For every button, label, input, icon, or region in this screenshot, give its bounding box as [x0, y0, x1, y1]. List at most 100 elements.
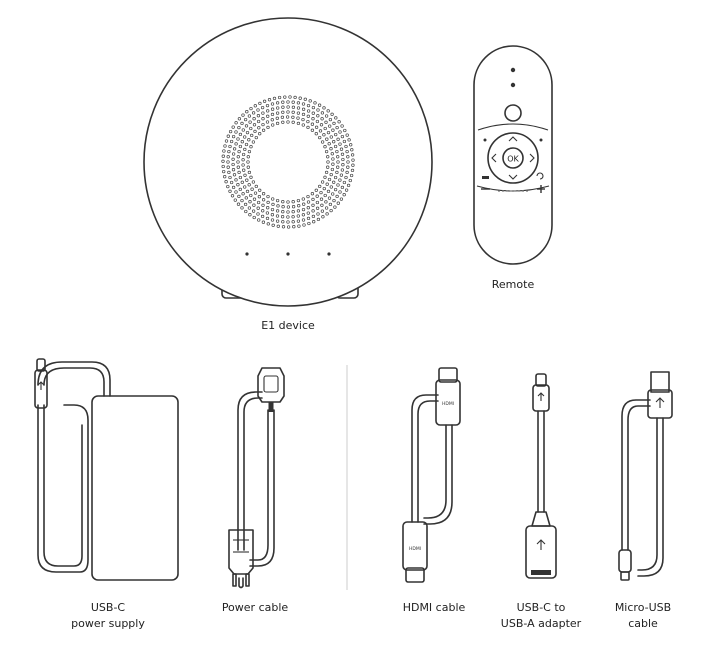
- speaker-hole: [301, 107, 306, 111]
- speaker-hole: [281, 225, 286, 229]
- speaker-hole: [254, 184, 258, 189]
- speaker-hole: [245, 178, 249, 182]
- speaker-hole: [326, 165, 330, 169]
- speaker-hole: [229, 139, 234, 144]
- speaker-hole: [241, 152, 246, 157]
- speaker-hole: [261, 111, 265, 115]
- speaker-hole: [315, 119, 320, 124]
- speaker-hole: [245, 130, 250, 135]
- usb-c-adapter-label: USB-C to USB-A adapter: [491, 600, 591, 632]
- speaker-hole: [301, 213, 306, 217]
- speaker-hole: [224, 139, 229, 143]
- speaker-hole: [323, 145, 327, 149]
- usb-a-port: [531, 570, 551, 575]
- ok-label: OK: [507, 155, 519, 164]
- speaker-hole: [315, 200, 320, 205]
- speaker-hole: [326, 160, 330, 164]
- speaker-hole: [286, 205, 291, 209]
- speaker-hole: [276, 224, 280, 228]
- speaker-hole: [234, 130, 238, 134]
- speaker-hole: [286, 225, 291, 229]
- speaker-hole: [296, 101, 301, 105]
- speaker-hole: [335, 125, 339, 130]
- speaker-hole: [271, 223, 275, 227]
- speaker-hole: [243, 147, 247, 152]
- usb-c-power-supply: [34, 358, 179, 581]
- speaker-hole: [256, 200, 261, 205]
- speaker-hole: [329, 172, 333, 177]
- speaker-hole: [281, 100, 285, 104]
- speaker-hole: [241, 163, 245, 167]
- speaker-hole: [231, 157, 235, 161]
- speaker-hole: [249, 175, 253, 179]
- speaker-hole: [336, 137, 340, 141]
- speaker-hole: [291, 105, 296, 109]
- speaker-hole: [265, 103, 270, 108]
- speaker-hole: [346, 155, 350, 159]
- speaker-hole: [328, 117, 333, 122]
- speaker-hole: [261, 122, 265, 127]
- speaker-hole: [344, 144, 348, 149]
- speaker-hole: [247, 149, 252, 154]
- speaker-hole: [260, 214, 265, 219]
- speaker-hole: [326, 155, 330, 159]
- speaker-hole: [270, 102, 275, 106]
- speaker-hole: [237, 194, 241, 199]
- speaker-hole: [221, 159, 225, 163]
- speaker-hole: [311, 117, 315, 121]
- speaker-hole: [291, 205, 296, 209]
- speaker-hole: [325, 182, 329, 186]
- speaker-hole: [310, 122, 315, 126]
- speaker-hole: [327, 196, 332, 200]
- speaker-hole: [291, 110, 295, 114]
- speaker-hole: [336, 155, 340, 159]
- speaker-hole: [286, 215, 290, 219]
- speaker-hole: [333, 187, 338, 192]
- speaker-hole: [312, 220, 316, 224]
- speaker-hole: [262, 99, 267, 103]
- speaker-hole: [251, 209, 256, 213]
- speaker-hole: [323, 175, 327, 179]
- speaker-hole: [321, 215, 325, 219]
- speaker-hole: [267, 98, 272, 102]
- speaker-hole: [241, 158, 245, 162]
- speaker-hole: [261, 192, 266, 196]
- speaker-hole: [291, 215, 295, 219]
- speaker-hole: [232, 173, 237, 177]
- speaker-hole: [236, 137, 240, 141]
- speaker-hole: [345, 133, 349, 137]
- speaker-hole: [331, 162, 335, 166]
- speaker-hole: [256, 206, 260, 210]
- speaker-hole: [244, 124, 249, 128]
- speaker-hole: [306, 109, 311, 113]
- speaker-hole: [350, 148, 354, 152]
- speaker-hole: [324, 120, 328, 124]
- right-arrow-icon: [529, 153, 535, 163]
- speaker-hole: [315, 206, 320, 210]
- speaker-hole: [266, 114, 270, 118]
- speaker-hole: [288, 95, 292, 99]
- speaker-hole: [301, 123, 305, 127]
- speaker-hole: [296, 106, 301, 110]
- speaker-hole: [236, 155, 240, 159]
- speaker-hole: [280, 215, 285, 219]
- speaker-hole: [330, 152, 334, 156]
- speaker-hole: [226, 134, 230, 138]
- speaker-hole: [334, 132, 338, 137]
- speaker-hole: [326, 130, 331, 135]
- speaker-hole: [281, 210, 285, 214]
- speaker-hole: [344, 175, 348, 180]
- speaker-hole: [261, 128, 266, 132]
- speaker-hole: [227, 149, 231, 154]
- speaker-hole: [318, 135, 322, 140]
- speaker-hole: [316, 217, 321, 222]
- speaker-hole: [340, 134, 345, 139]
- speaker-hole: [350, 153, 355, 157]
- label-line: cable: [628, 617, 658, 630]
- speaker-hole: [291, 220, 295, 224]
- speaker-hole: [346, 160, 350, 164]
- e1-device: [143, 17, 433, 307]
- speaker-hole: [231, 125, 235, 129]
- speaker-hole: [296, 214, 300, 218]
- speaker-hole: [253, 129, 257, 134]
